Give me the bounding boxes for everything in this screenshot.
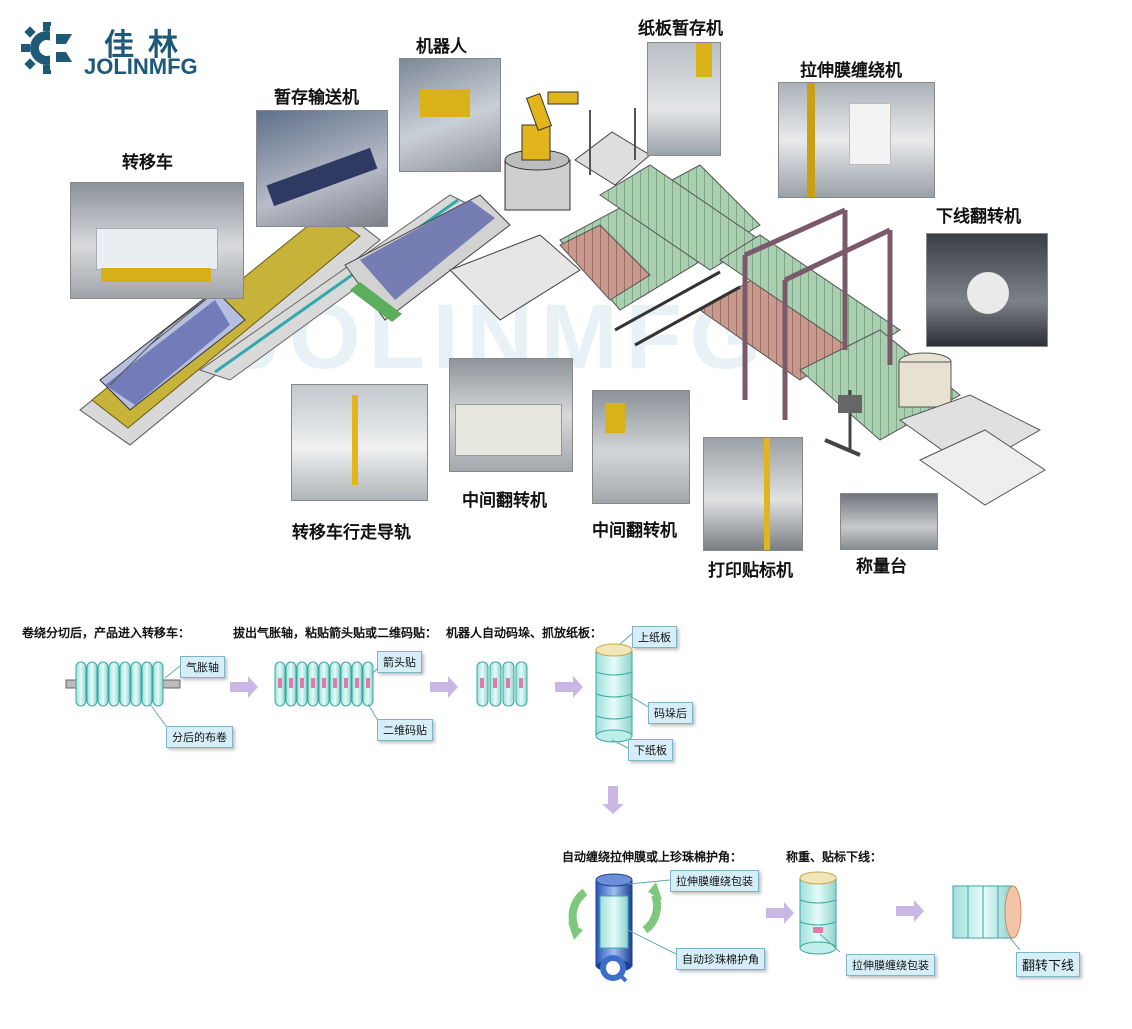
label-wrapper: 拉伸膜缠绕机 xyxy=(800,61,902,81)
step3-title: 机器人自动码垛、抓放纸板： xyxy=(446,626,603,640)
callout-qr-sticker: 二维码贴 xyxy=(377,719,433,741)
logo-chinese: 佳林 xyxy=(104,28,192,63)
step1-title: 卷绕分切后，产品进入转移车： xyxy=(22,626,191,640)
label-printer-photo xyxy=(703,437,803,551)
callout-shaft: 气胀轴 xyxy=(180,656,225,678)
mid-turner-photo-2 xyxy=(592,390,690,504)
label-weigher: 称量台 xyxy=(856,557,907,577)
weigher-photo xyxy=(840,493,938,550)
transfer-car-photo xyxy=(70,182,244,299)
flow-arrows xyxy=(230,676,924,924)
offline-turner-photo xyxy=(926,233,1048,347)
callout-arrow-sticker: 箭头贴 xyxy=(377,651,422,673)
guide-rail-photo xyxy=(291,384,428,501)
buffer-conveyor-photo xyxy=(256,110,388,227)
callout-corner: 自动珍珠棉护角 xyxy=(676,948,765,970)
robot-photo xyxy=(399,58,501,172)
callout-stacked: 码垛后 xyxy=(648,702,693,724)
step5-stack xyxy=(799,871,841,955)
label-mid-turner-2: 中间翻转机 xyxy=(592,521,677,541)
gantry-frame-model xyxy=(742,207,893,420)
label-transfer-car: 转移车 xyxy=(122,153,173,173)
mid-turner-photo-1 xyxy=(449,358,573,472)
label-label-printer: 打印贴标机 xyxy=(708,561,793,581)
step3-stack xyxy=(595,631,651,749)
callout-offline: 翻转下线 xyxy=(1016,952,1081,977)
board-buffer-photo xyxy=(647,42,721,156)
step2-title: 拔出气胀轴，粘贴箭头贴或二维码贴： xyxy=(233,626,438,640)
process-flow-diagram xyxy=(65,631,1022,983)
callout-bottom-board: 下纸板 xyxy=(628,739,673,761)
step4-wrap xyxy=(568,873,681,983)
production-line-illustration xyxy=(79,91,1046,506)
weigher-model xyxy=(898,352,1046,506)
label-printer-model xyxy=(824,390,862,457)
label-buffer-conveyor: 暂存输送机 xyxy=(274,88,359,108)
label-offline-turner: 下线翻转机 xyxy=(936,207,1021,227)
robot-model xyxy=(504,91,579,211)
arrow-stickers xyxy=(278,678,370,688)
step5-title: 称重、贴标下线： xyxy=(786,850,883,864)
step1-rolls xyxy=(65,661,181,727)
callout-wrap: 拉伸膜缠绕包装 xyxy=(670,870,759,892)
gear-logo-icon xyxy=(21,22,76,74)
final-roll xyxy=(952,885,1022,951)
label-mid-turner-1: 中间翻转机 xyxy=(462,491,547,511)
step4-title: 自动缠绕拉伸膜或上珍珠棉护角： xyxy=(562,850,743,864)
label-guide-rail: 转移车行走导轨 xyxy=(292,523,411,543)
label-board-buffer: 纸板暂存机 xyxy=(638,19,723,39)
wrapper-photo xyxy=(778,82,935,198)
callout-wrap-final: 拉伸膜缠绕包装 xyxy=(846,954,935,976)
conveyor-network xyxy=(559,164,961,441)
logo-english: JOLINMFG xyxy=(84,54,198,79)
logo: 佳林 JOLINMFG xyxy=(20,18,220,79)
mid-turner-model xyxy=(449,234,581,321)
label-robot: 机器人 xyxy=(416,37,467,57)
transfer-car-model xyxy=(79,204,381,446)
callout-top-board: 上纸板 xyxy=(632,626,677,648)
buffer-conveyor-model xyxy=(344,194,511,322)
callout-rolls: 分后的布卷 xyxy=(166,726,233,748)
